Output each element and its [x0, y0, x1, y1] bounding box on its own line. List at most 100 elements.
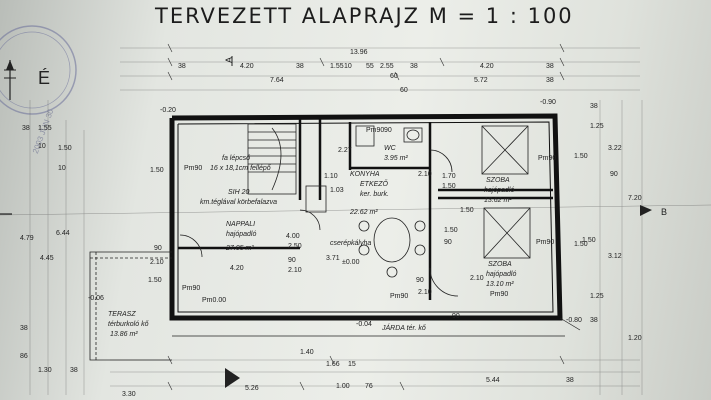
terrace-outline: [89, 251, 172, 361]
dim-bottom-c4: 76: [365, 383, 373, 390]
dim-right-e2: 1.25: [590, 123, 604, 130]
kitchen-area: 22.62 m²: [349, 209, 378, 216]
dim-top-b9: 60: [400, 87, 408, 94]
kitchen-label-3: ker. burk.: [360, 191, 389, 198]
dim-right-e12: 1.20: [628, 335, 642, 342]
dim-right-e1: 38: [590, 103, 598, 110]
stair-symbol: [247, 123, 297, 195]
dim-top-a6: 38: [546, 63, 554, 70]
kitchen-name: KONYHA: [350, 171, 380, 178]
dim-left-d9: 1.50: [150, 167, 164, 174]
living-area: 27.05 m²: [225, 245, 254, 252]
living-label-1: SIH 20: [228, 189, 250, 196]
szoba1-name: SZOBA: [486, 177, 510, 184]
dim-inner-i6: 2.10: [288, 267, 302, 274]
dim-top-a2: 4.20: [240, 63, 254, 70]
dim-inner-i5: 90: [288, 257, 296, 264]
dim-left-d1: 38: [22, 125, 30, 132]
szoba2-area: 13.10 m²: [486, 281, 514, 288]
dim-left-d4: 1.50: [58, 145, 72, 152]
dim-top-b4: 38: [410, 63, 418, 70]
dim-top-b5: 7.64: [270, 77, 284, 84]
dim-inner-i15: 90: [416, 277, 424, 284]
dim-inner-i19: 1.70: [442, 173, 456, 180]
level-m080: -0.80: [566, 317, 582, 324]
dim-right-e3: 3.22: [608, 145, 622, 152]
dim-inner-i8: 2.50: [288, 243, 302, 250]
stair-label-1: fa lépcső: [222, 155, 250, 162]
level-pm90-f: Pm90: [536, 239, 554, 246]
level-pm90-g: Pm90: [366, 127, 384, 134]
szoba2-name: SZOBA: [488, 261, 512, 268]
dim-left-d6: 4.79: [20, 235, 34, 242]
dim-top-b8: 60: [390, 73, 398, 80]
compass-icon: [4, 60, 16, 100]
dim-bottom-c1: 5.26: [245, 385, 259, 392]
grid-lines: [0, 47, 711, 395]
living-name: NAPPALI: [226, 221, 255, 228]
szoba1-floor: hajópadló: [484, 187, 514, 194]
dim-left-d3: 10: [38, 143, 46, 150]
plan-title: TERVEZETT ALAPRAJZ M = 1 : 100: [155, 4, 574, 28]
dim-inner-i20: 1.50: [442, 183, 456, 190]
terrace-floor: térburkoló kő: [108, 321, 149, 328]
dim-inner-i14: 2.10: [418, 171, 432, 178]
dim-inner-i3: 1.50: [148, 277, 162, 284]
szoba2-floor: hajópadló: [486, 271, 516, 278]
dim-top-a1: 38: [178, 63, 186, 70]
dim-right-e9: 1.25: [590, 293, 604, 300]
stove-label: cserépkályha: [330, 240, 371, 247]
dim-inner-i17: 1.66: [326, 361, 340, 368]
level-m090: -0.90: [540, 99, 556, 106]
dim-left-d12: 86: [20, 353, 28, 360]
dim-right-e7: 1.50: [574, 241, 588, 248]
dim-left-d5: 10: [58, 165, 66, 172]
level-pm90-a: Pm90: [184, 165, 202, 172]
dim-left-d8: 6.44: [56, 230, 70, 237]
wc-area: 3.95 m²: [384, 155, 408, 162]
dim-right-e4: 90: [610, 171, 618, 178]
dim-top-b7: 38: [546, 77, 554, 84]
dim-inner-i21: 1.50: [444, 227, 458, 234]
dim-inner-i24: 1.50: [460, 207, 474, 214]
dim-left-d10: 38: [20, 325, 28, 332]
dim-right-e8: 3.12: [608, 253, 622, 260]
dim-inner-i4: 4.20: [230, 265, 244, 272]
dim-bottom-c6: 38: [566, 377, 574, 384]
dim-right-e10: 38: [590, 317, 598, 324]
north-letter: É: [38, 68, 50, 88]
bed-symbol: [481, 125, 531, 259]
dim-inner-i13: 3.71: [326, 255, 340, 262]
level-z000: ±0.00: [342, 259, 360, 266]
level-pm90-e: Pm90: [538, 155, 556, 162]
section-b-label: B: [661, 207, 667, 217]
dim-top-b1: 1.55: [330, 63, 344, 70]
living-floor: hajópadló: [226, 231, 256, 238]
dim-left-d2: 1.55: [38, 125, 52, 132]
szoba1-area: 13.62 m²: [484, 197, 512, 204]
pavement-outline: [172, 317, 581, 337]
section-a-label: A: [224, 57, 234, 63]
approval-stamp: 2003 JÚN 30: [0, 25, 77, 155]
dim-bottom-c3: 1.00: [336, 383, 350, 390]
dim-inner-i26: 90: [452, 313, 460, 320]
level-pm90-b: Pm90: [182, 285, 200, 292]
dim-top-b6: 5.72: [474, 77, 488, 84]
living-label-2: km.téglával körbefalazva: [200, 199, 277, 206]
dim-inner-i7: 4.00: [286, 233, 300, 240]
stair-label-2: 16 x 18,1cm fellépő: [210, 165, 271, 172]
dim-inner-i11: 2.27: [338, 147, 352, 154]
section-marker-a: [225, 56, 240, 388]
dim-inner-i16: 2.10: [418, 289, 432, 296]
dim-inner-i1: 90: [154, 245, 162, 252]
dim-right-e5: 1.50: [574, 153, 588, 160]
level-m004: -0.04: [356, 321, 372, 328]
door-swings: [179, 149, 459, 297]
dim-top-total: 13.96: [350, 49, 368, 56]
dim-inner-i12: 1.03: [330, 187, 344, 194]
wc-name: WC: [384, 145, 397, 152]
kitchen-fixtures: [305, 125, 426, 278]
terrace-area: 13.86 m²: [110, 331, 138, 338]
